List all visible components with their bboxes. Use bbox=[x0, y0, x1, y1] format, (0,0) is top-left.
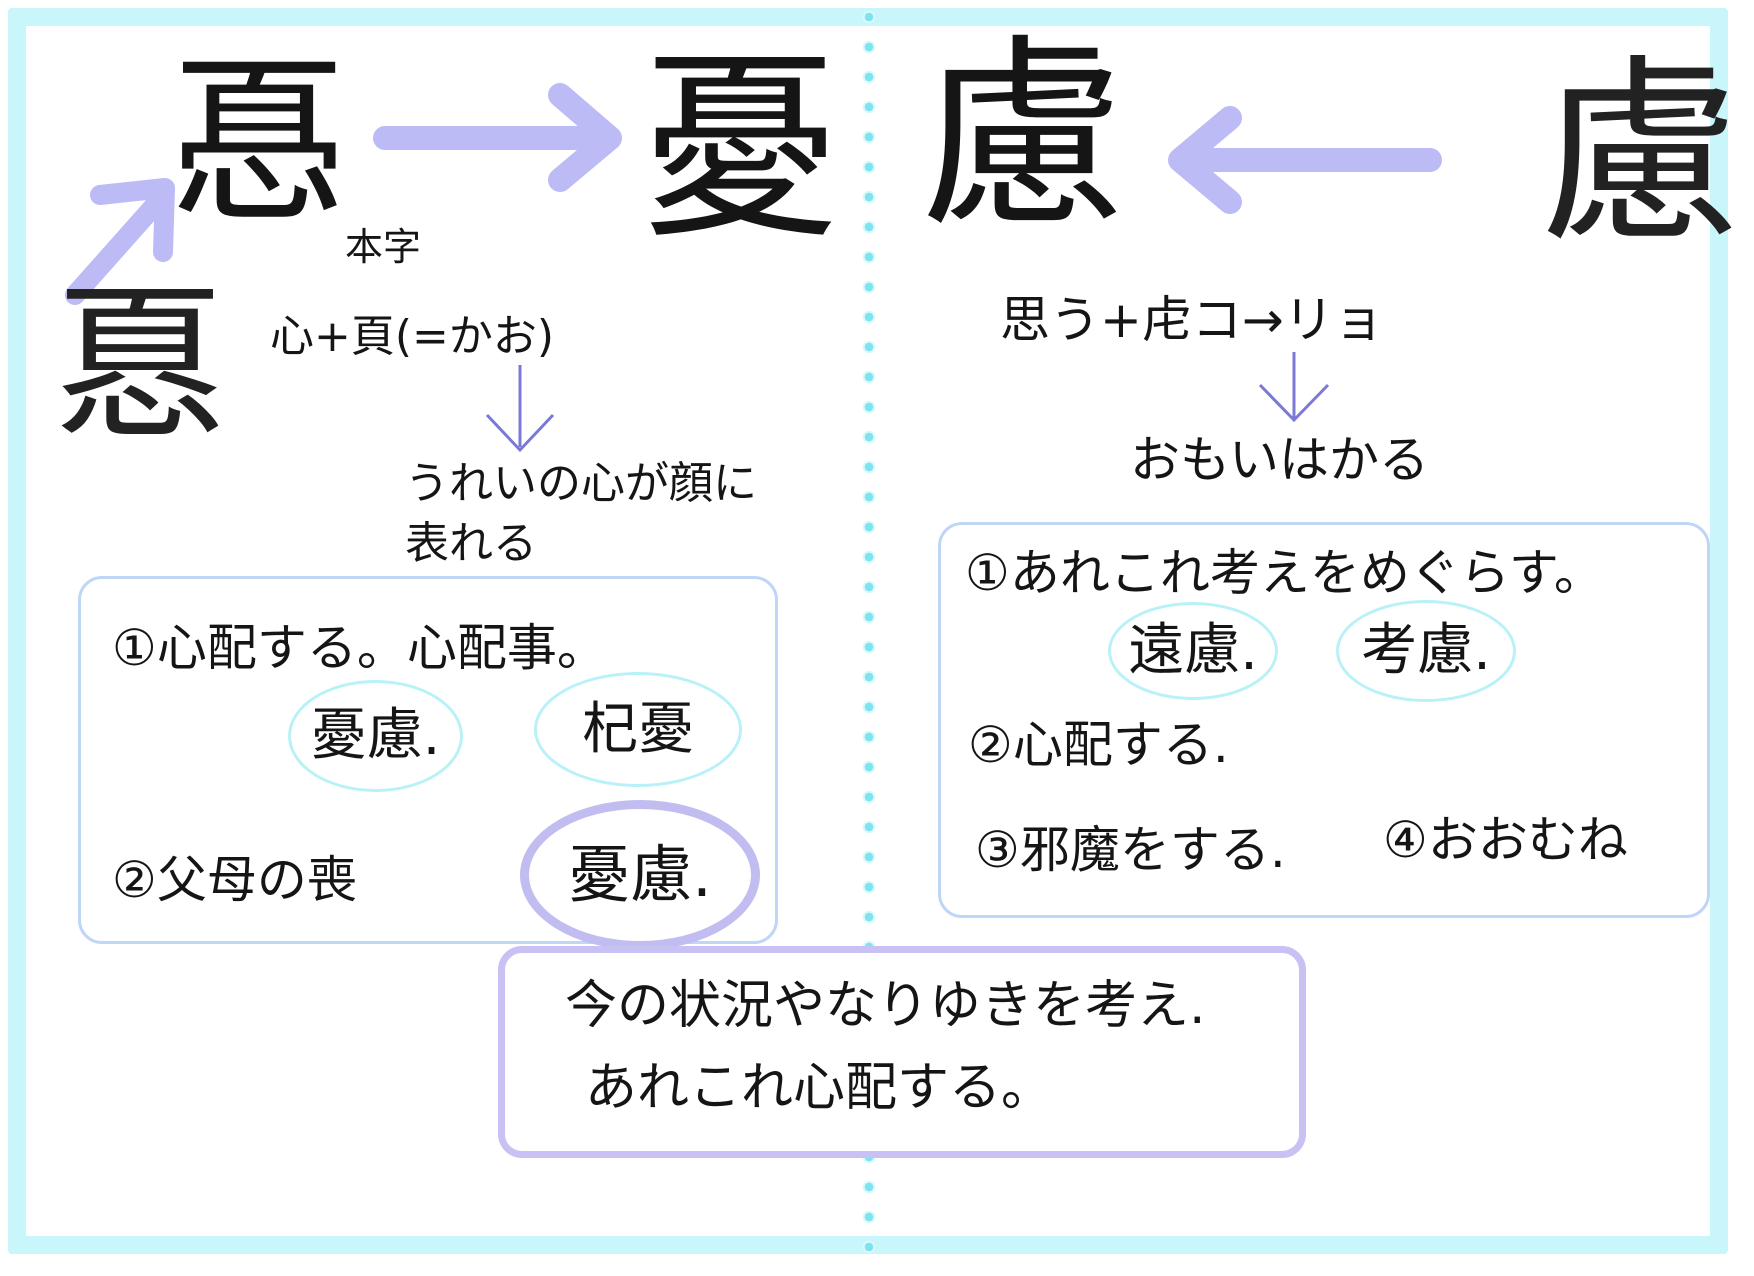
right-meaning-2: ②心配する. bbox=[968, 716, 1229, 774]
left-word-2: 杞憂 bbox=[582, 696, 694, 762]
page-frame bbox=[8, 8, 1728, 1254]
oracle-script-char: 𢝊 bbox=[55, 266, 226, 464]
right-word-2: 考慮. bbox=[1361, 618, 1491, 683]
main-char-left: 憂 bbox=[640, 33, 841, 266]
right-word-1: 遠慮. bbox=[1128, 618, 1258, 683]
center-divider bbox=[860, 8, 878, 1258]
etymology-left: 心+頁(=かお) bbox=[270, 311, 555, 362]
down-arrow-right-icon bbox=[1258, 352, 1330, 423]
honji-label: 本字 bbox=[345, 225, 422, 269]
left-arrow-icon bbox=[1168, 106, 1442, 214]
summary-line-1: 今の状況やなりゆきを考え. bbox=[565, 976, 1206, 1036]
right-meaning-3: ③邪魔をする. bbox=[975, 821, 1286, 879]
right-meaning-1: ①あれこれ考えをめぐらす。 bbox=[965, 544, 1604, 602]
highlight-ring: 憂慮. bbox=[520, 800, 760, 950]
meaning-note-left-line2: 表れる bbox=[405, 518, 537, 569]
summary-line-2: あれこれ心配する。 bbox=[585, 1058, 1054, 1118]
diagonal-arrow-icon bbox=[65, 178, 175, 305]
word-ring: 考慮. bbox=[1336, 600, 1516, 702]
seal-script-char: 慮 bbox=[1540, 38, 1741, 271]
down-arrow-left-icon bbox=[485, 365, 555, 453]
right-arrow-icon bbox=[373, 83, 622, 192]
left-word-3: 憂慮. bbox=[568, 838, 712, 911]
ancient-form-char: 㥑 bbox=[170, 40, 348, 247]
left-meanings-box bbox=[78, 576, 778, 944]
meaning-note-right: おもいはかる bbox=[1130, 431, 1429, 489]
word-ring: 杞憂 bbox=[534, 672, 742, 787]
left-meaning-1: ①心配する。心配事。 bbox=[112, 619, 607, 677]
right-meaning-4: ④おおむね bbox=[1383, 811, 1628, 869]
etymology-right: 思う+虍コ→リョ bbox=[1000, 291, 1384, 349]
meaning-note-left-line1: うれいの心が顔に bbox=[405, 458, 757, 509]
left-meaning-2: ②父母の喪 bbox=[112, 851, 357, 909]
word-ring: 憂慮. bbox=[288, 680, 463, 792]
word-ring: 遠慮. bbox=[1108, 602, 1278, 700]
summary-box bbox=[498, 946, 1306, 1158]
left-word-1: 憂慮. bbox=[310, 703, 441, 768]
right-meanings-box bbox=[938, 522, 1710, 918]
main-char-right: 慮 bbox=[920, 18, 1125, 256]
